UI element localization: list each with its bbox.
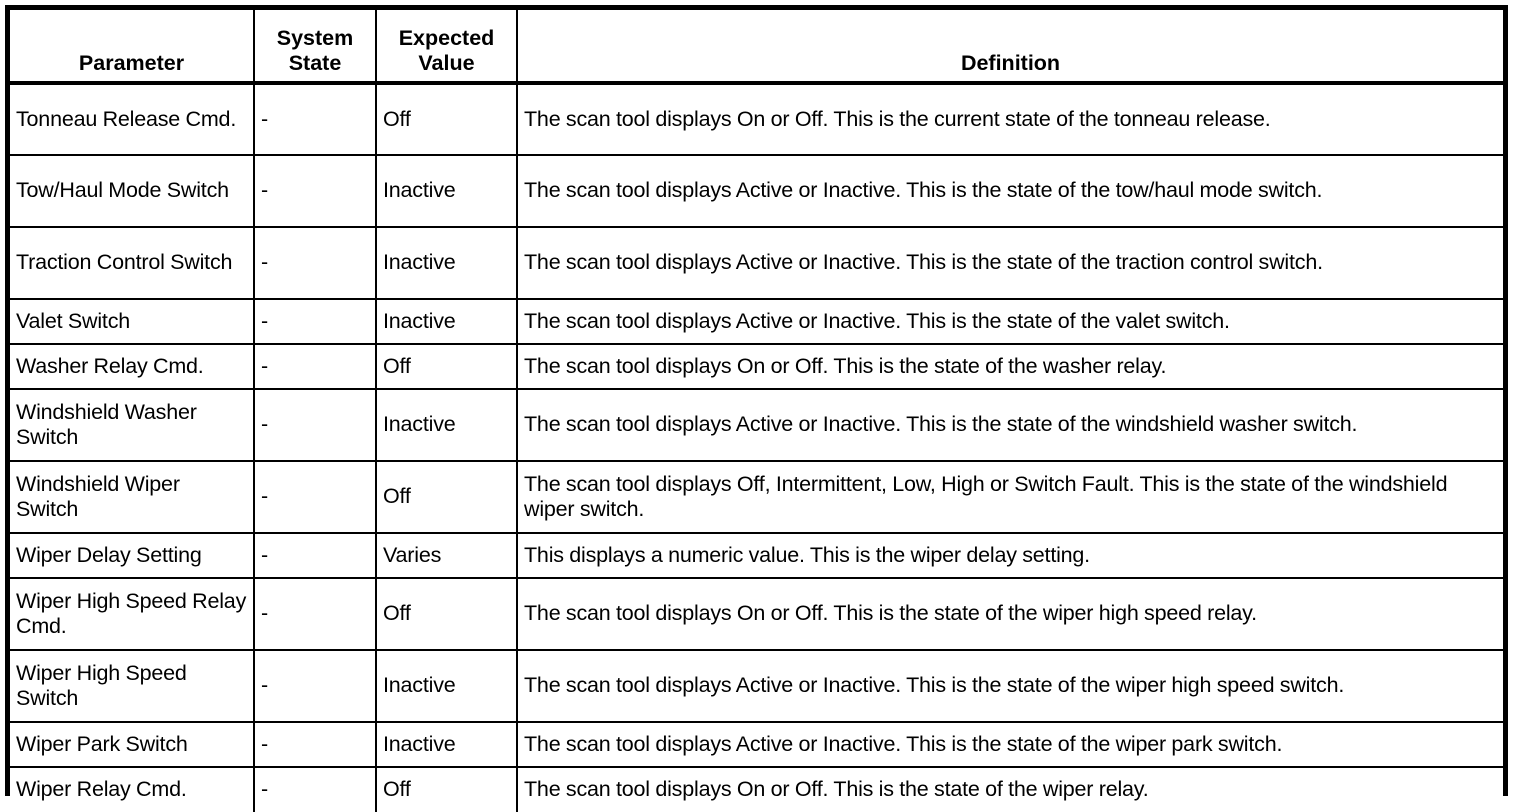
cell-system-state: - (254, 155, 377, 228)
cell-system-state: - (254, 722, 377, 768)
cell-parameter: Wiper High Speed Switch (10, 650, 255, 723)
cell-expected-value: Inactive (376, 650, 518, 723)
cell-definition: The scan tool displays On or Off. This i… (517, 344, 1503, 390)
table-row: Wiper Park Switch - Inactive The scan to… (10, 722, 1503, 768)
table-row: Washer Relay Cmd. - Off The scan tool di… (10, 344, 1503, 390)
cell-definition: The scan tool displays Active or Inactiv… (517, 227, 1503, 300)
cell-system-state: - (254, 650, 377, 723)
cell-definition: The scan tool displays On or Off. This i… (517, 578, 1503, 651)
cell-expected-value: Varies (376, 533, 518, 579)
column-header-expected-value-line2: Value (418, 50, 475, 75)
cell-system-state: - (254, 389, 377, 462)
cell-definition: The scan tool displays On or Off. This i… (517, 83, 1503, 156)
cell-expected-value: Off (376, 344, 518, 390)
cell-parameter: Windshield Wiper Switch (10, 461, 255, 534)
cell-expected-value: Inactive (376, 155, 518, 228)
table-row: Windshield Wiper Switch - Off The scan t… (10, 461, 1503, 534)
cell-expected-value: Off (376, 83, 518, 156)
table-row: Wiper Relay Cmd. - Off The scan tool dis… (10, 767, 1503, 812)
cell-system-state: - (254, 344, 377, 390)
cell-parameter: Wiper High Speed Relay Cmd. (10, 578, 255, 651)
cell-system-state: - (254, 299, 377, 345)
cell-parameter: Washer Relay Cmd. (10, 344, 255, 390)
cell-parameter: Traction Control Switch (10, 227, 255, 300)
cell-expected-value: Inactive (376, 227, 518, 300)
table-row: Traction Control Switch - Inactive The s… (10, 227, 1503, 300)
cell-definition: This displays a numeric value. This is t… (517, 533, 1503, 579)
cell-system-state: - (254, 578, 377, 651)
cell-definition: The scan tool displays Off, Intermittent… (517, 461, 1503, 534)
table-body: Tonneau Release Cmd. - Off The scan tool… (10, 83, 1503, 812)
table-row: Valet Switch - Inactive The scan tool di… (10, 299, 1503, 345)
cell-system-state: - (254, 83, 377, 156)
table-row: Wiper High Speed Switch - Inactive The s… (10, 650, 1503, 723)
column-header-definition: Definition (517, 10, 1503, 85)
column-header-expected-value-line1: Expected (398, 26, 495, 50)
cell-expected-value: Off (376, 578, 518, 651)
cell-expected-value: Off (376, 461, 518, 534)
cell-parameter: Wiper Delay Setting (10, 533, 255, 579)
cell-definition: The scan tool displays Active or Inactiv… (517, 389, 1503, 462)
cell-expected-value: Inactive (376, 389, 518, 462)
cell-parameter: Tow/Haul Mode Switch (10, 155, 255, 228)
cell-definition: The scan tool displays Active or Inactiv… (517, 722, 1503, 768)
column-header-parameter: Parameter (10, 10, 255, 85)
cell-parameter: Wiper Park Switch (10, 722, 255, 768)
cell-expected-value: Off (376, 767, 518, 812)
cell-definition: The scan tool displays Active or Inactiv… (517, 155, 1503, 228)
cell-system-state: - (254, 227, 377, 300)
table-row: Tonneau Release Cmd. - Off The scan tool… (10, 83, 1503, 156)
cell-parameter: Windshield Washer Switch (10, 389, 255, 462)
column-header-system-state: System State (254, 10, 377, 85)
cell-parameter: Wiper Relay Cmd. (10, 767, 255, 812)
table-row: Windshield Washer Switch - Inactive The … (10, 389, 1503, 462)
column-header-system-state-line2: State (288, 50, 342, 75)
table-row: Wiper Delay Setting - Varies This displa… (10, 533, 1503, 579)
cell-system-state: - (254, 533, 377, 579)
parameter-definition-table: Parameter System State Expected Value De… (10, 10, 1503, 812)
parameter-table-container: Parameter System State Expected Value De… (5, 5, 1508, 812)
column-header-system-state-line1: System (276, 26, 354, 50)
table-row: Tow/Haul Mode Switch - Inactive The scan… (10, 155, 1503, 228)
cell-parameter: Tonneau Release Cmd. (10, 83, 255, 156)
cell-expected-value: Inactive (376, 722, 518, 768)
cell-definition: The scan tool displays Active or Inactiv… (517, 299, 1503, 345)
cell-definition: The scan tool displays On or Off. This i… (524, 777, 1149, 802)
cell-expected-value: Inactive (376, 299, 518, 345)
header-row: Parameter System State Expected Value De… (10, 10, 1503, 85)
cell-definition: The scan tool displays Active or Inactiv… (517, 650, 1503, 723)
table-row: Wiper High Speed Relay Cmd. - Off The sc… (10, 578, 1503, 651)
cell-system-state: - (254, 461, 377, 534)
column-header-expected-value: Expected Value (376, 10, 518, 85)
cell-system-state: - (254, 767, 377, 812)
cell-parameter: Valet Switch (10, 299, 255, 345)
table-header: Parameter System State Expected Value De… (10, 10, 1503, 85)
